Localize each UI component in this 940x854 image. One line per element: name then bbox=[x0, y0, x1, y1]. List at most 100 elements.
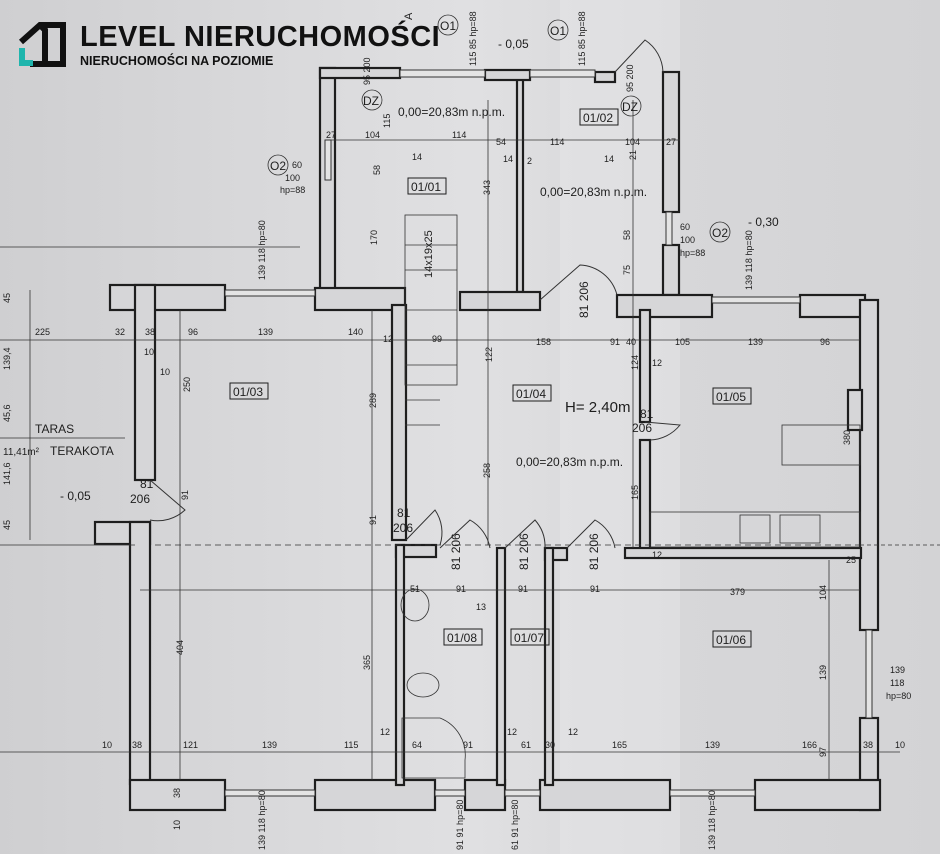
kitchen-sink-icon bbox=[779, 514, 821, 544]
plan-label: 91 bbox=[590, 584, 600, 594]
plan-label: 115 bbox=[577, 52, 587, 66]
plan-label: 12 bbox=[383, 334, 393, 344]
plan-label: 122 bbox=[484, 347, 494, 362]
plan-label: 380 bbox=[842, 430, 852, 445]
plan-label: 115 bbox=[468, 52, 478, 66]
plan-label: 206 bbox=[632, 421, 652, 435]
plan-label: 95 200 bbox=[362, 57, 372, 85]
plan-label: 81 bbox=[640, 407, 654, 421]
plan-label: 38 bbox=[172, 788, 182, 798]
plan-label: 91 bbox=[463, 740, 473, 750]
plan-label: 60 bbox=[680, 222, 690, 232]
plan-label: 139 bbox=[705, 740, 720, 750]
plan-label: 12 bbox=[380, 727, 390, 737]
plan-label: 124 bbox=[630, 355, 640, 370]
plan-label: 121 bbox=[183, 740, 198, 750]
plan-label: 58 bbox=[622, 230, 632, 240]
annotations: 0,00=20,83m n.p.m. 0,00=20,83m n.p.m. 0,… bbox=[3, 12, 779, 503]
plan-label: 115 85 hp=88 bbox=[468, 11, 478, 66]
room-01-08: 01/08 bbox=[447, 631, 477, 645]
plan-label: 91 91 hp=80 bbox=[455, 800, 465, 850]
plan-label: 91 bbox=[455, 827, 465, 837]
plan-label: 100 bbox=[680, 235, 695, 245]
room-01-04: 01/04 bbox=[516, 387, 546, 401]
tag-o2: O2 bbox=[712, 226, 728, 240]
plan-label: 81 206 bbox=[449, 533, 463, 570]
terrace-name: TARAS bbox=[35, 422, 74, 436]
plan-label: 12 bbox=[507, 727, 517, 737]
plan-label: 61 bbox=[521, 740, 531, 750]
plan-label: 25 bbox=[846, 555, 856, 565]
plan-label: hp=80 bbox=[886, 691, 911, 701]
terrace-area: 11,41m² bbox=[3, 447, 40, 458]
plan-label: 206 bbox=[393, 521, 413, 535]
plan-label: 91 bbox=[518, 584, 528, 594]
plan-label: 81 bbox=[397, 506, 411, 520]
plan-label: 12 bbox=[652, 550, 662, 560]
plan-label: 75 bbox=[622, 265, 632, 275]
plan-label: 10 bbox=[160, 367, 170, 377]
plan-label: 206 bbox=[587, 533, 601, 553]
plan-label: 139 118 hp=80 bbox=[257, 220, 267, 280]
staircase bbox=[404, 214, 458, 426]
plan-label: hp=80 bbox=[257, 220, 267, 245]
windows bbox=[224, 69, 873, 797]
plan-label: 58 bbox=[372, 165, 382, 175]
plan-label: 81 bbox=[140, 477, 154, 491]
plan-label: 200 bbox=[625, 64, 635, 79]
plan-label: 139 118 hp=80 bbox=[744, 230, 754, 290]
tag-o1: O1 bbox=[550, 24, 566, 38]
plan-label: 404 bbox=[175, 640, 185, 655]
plan-label: 165 bbox=[612, 740, 627, 750]
plan-label: 95 bbox=[362, 75, 372, 85]
plan-label: 91 bbox=[456, 584, 466, 594]
plan-label: 12 bbox=[568, 727, 578, 737]
dimension-lines bbox=[0, 100, 940, 780]
plan-label: 12 bbox=[652, 358, 662, 368]
shower-icon bbox=[401, 717, 466, 779]
plan-label: 139,4 bbox=[2, 347, 12, 370]
plan-label: hp=80 bbox=[257, 790, 267, 815]
plan-label: 139 bbox=[744, 275, 754, 290]
plan-label: 81 bbox=[587, 556, 601, 570]
tag-dz: DZ bbox=[622, 100, 638, 114]
plan-label: 38 bbox=[145, 327, 155, 337]
plan-label: 51 bbox=[410, 584, 420, 594]
plan-label: 289 bbox=[368, 393, 378, 408]
paper-fold bbox=[560, 0, 680, 854]
plan-label: 45 bbox=[2, 293, 12, 303]
plan-label: 91 bbox=[510, 827, 520, 837]
plan-label: 104 bbox=[818, 585, 828, 600]
plan-label: 250 bbox=[182, 377, 192, 392]
plan-label: 60 bbox=[292, 160, 302, 170]
room-01-07: 01/07 bbox=[514, 631, 544, 645]
logo-title: LEVEL NIERUCHOMOŚCI bbox=[80, 21, 441, 53]
plan-label: 45,6 bbox=[2, 404, 12, 422]
plan-label: 104 bbox=[625, 137, 640, 147]
level-marker: 0,00=20,83m n.p.m. bbox=[540, 185, 647, 199]
plan-label: 139 bbox=[262, 740, 277, 750]
plan-label: 170 bbox=[369, 230, 379, 245]
plan-label: 81 206 bbox=[577, 281, 591, 318]
plan-label: 10 bbox=[102, 740, 112, 750]
room-01-03: 01/03 bbox=[233, 385, 263, 399]
plan-label: 118 bbox=[744, 258, 754, 272]
plan-label: 21 bbox=[628, 150, 638, 160]
plan-label: hp=88 bbox=[577, 11, 587, 36]
plan-label: 206 bbox=[130, 492, 150, 506]
kitchen-counter bbox=[649, 511, 861, 548]
plan-label: 139 bbox=[818, 665, 828, 680]
room-01-01: 01/01 bbox=[411, 180, 441, 194]
plan-label: 141,6 bbox=[2, 462, 12, 485]
plan-label: 118 bbox=[890, 678, 904, 688]
room-labels: 01/01 01/02 01/03 01/04 01/05 01/06 01/0… bbox=[229, 108, 752, 648]
plan-label: hp=88 bbox=[280, 185, 305, 195]
plan-label: 165 bbox=[630, 485, 640, 500]
plan-label: 139 bbox=[258, 327, 273, 337]
walls bbox=[93, 66, 882, 812]
plan-label: hp=88 bbox=[680, 248, 705, 258]
stove-icon bbox=[739, 514, 771, 544]
stairs-spec: 14x19x25 bbox=[423, 230, 435, 278]
plan-label: 32 bbox=[115, 327, 125, 337]
